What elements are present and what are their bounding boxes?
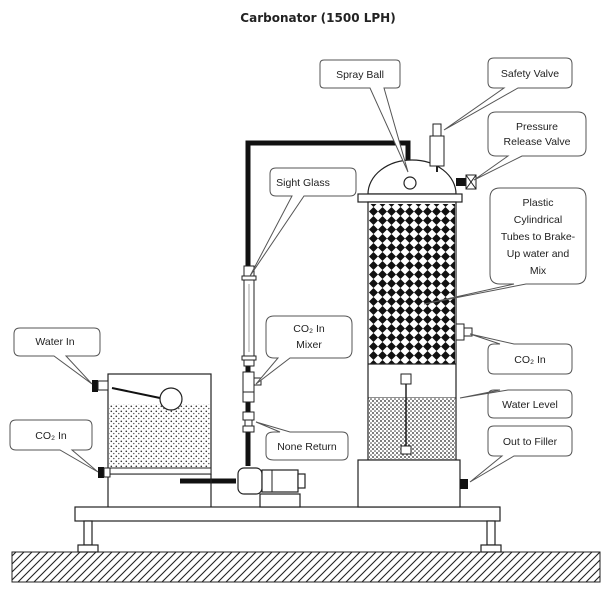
- label-co2-in-tank: CO₂ In: [35, 430, 67, 442]
- label-sight-glass: Sight Glass: [276, 177, 330, 189]
- carbonator-column: [357, 123, 477, 508]
- label-spray-ball: Spray Ball: [336, 69, 384, 81]
- non-return-valve: [242, 411, 255, 433]
- diagram-title: Carbonator (1500 LPH): [240, 11, 395, 25]
- callout-water-level: Water Level: [459, 389, 573, 419]
- base-skid: [74, 506, 502, 553]
- water-tank: [92, 373, 212, 507]
- label-pressure-release-1: Pressure: [516, 121, 558, 133]
- pump: [180, 467, 306, 508]
- callout-pressure-release: Pressure Release Valve: [473, 111, 587, 181]
- label-out-to-filler: Out to Filler: [503, 436, 558, 448]
- floor: [11, 551, 601, 583]
- label-plastic-tubes-4: Up water and: [507, 248, 570, 260]
- callout-safety-valve: Safety Valve: [443, 57, 573, 131]
- callout-plastic-tubes: Plastic Cylindrical Tubes to Brake- Up w…: [423, 187, 587, 305]
- callout-water-in: Water In: [13, 327, 101, 385]
- label-pressure-release-2: Release Valve: [504, 136, 571, 148]
- label-plastic-tubes-5: Mix: [530, 265, 547, 277]
- sight-glass: [241, 265, 257, 367]
- label-plastic-tubes-2: Cylindrical: [514, 214, 562, 226]
- co2-mixer: [242, 371, 262, 403]
- label-safety-valve: Safety Valve: [501, 68, 559, 80]
- label-water-in: Water In: [35, 336, 74, 348]
- label-water-level: Water Level: [502, 399, 558, 411]
- callout-co2-in-column: CO₂ In: [469, 333, 573, 375]
- label-co2-in-column: CO₂ In: [514, 354, 546, 366]
- label-plastic-tubes-3: Tubes to Brake-: [501, 231, 576, 243]
- callout-out-to-filler: Out to Filler: [469, 425, 573, 483]
- callout-co2-in-tank: CO₂ In: [9, 419, 99, 473]
- label-co2-mixer-1: CO₂ In: [293, 323, 325, 335]
- callout-spray-ball: Spray Ball: [319, 59, 409, 173]
- label-none-return: None Return: [277, 441, 337, 453]
- callout-co2-mixer: CO₂ In Mixer: [255, 315, 353, 385]
- callout-none-return: None Return: [255, 421, 349, 461]
- callout-sight-glass: Sight Glass: [249, 167, 357, 277]
- label-plastic-tubes-1: Plastic: [523, 197, 554, 209]
- label-co2-mixer-2: Mixer: [296, 339, 322, 351]
